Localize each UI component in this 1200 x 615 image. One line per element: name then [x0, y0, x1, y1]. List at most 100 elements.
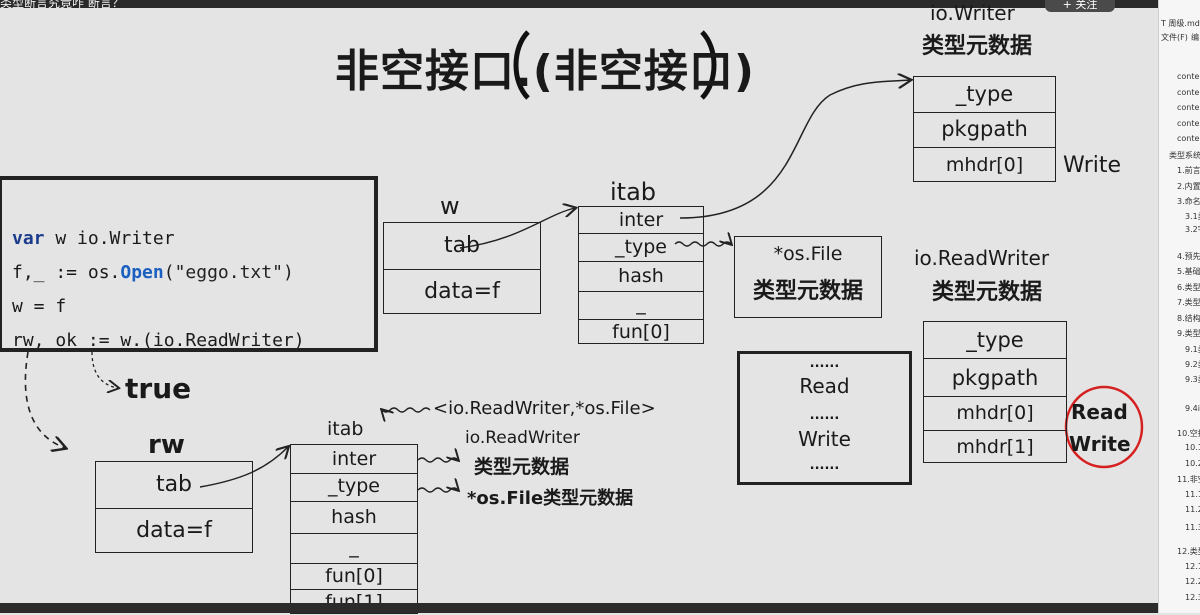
arrow-bottom-inter-to-note [417, 458, 458, 463]
sidebar-outline-item[interactable]: 9.3类 [1185, 375, 1200, 384]
bottom-inter-note-line1: io.ReadWriter [465, 428, 580, 448]
io-readwriter-method-read: Read [1071, 400, 1128, 424]
video-title: 类型断言究竟咋 断言？ [0, 0, 124, 10]
io-readwriter-mhdr0: mhdr[0] [924, 396, 1066, 430]
true-label: true [125, 372, 192, 405]
arrow-rw-tab-to-itab [199, 447, 288, 488]
arrow-pair-to-itab [382, 407, 431, 412]
sidebar-outline-item[interactable]: 9.类型 [1177, 329, 1200, 338]
sidebar-outline-item[interactable]: 6.类型 [1177, 283, 1200, 292]
sidebar-outline-item[interactable]: conte [1177, 103, 1200, 112]
method-table-dots-1: ...... [809, 356, 840, 371]
sidebar-outline-item[interactable]: 10.2 [1185, 459, 1200, 468]
itab-bottom-blank: _ [291, 533, 417, 563]
sidebar-outline-item[interactable]: 9.2类 [1185, 360, 1200, 369]
osfile-meta-box: *os.File 类型元数据 [734, 236, 882, 318]
itab-top: inter _type hash _ fun[0] [578, 206, 704, 344]
sidebar-outline-item[interactable]: conte [1177, 119, 1200, 128]
io-readwriter-method-write: Write [1069, 432, 1131, 456]
sidebar-outline-item[interactable]: 7.类型 [1177, 298, 1200, 307]
arrow-w-tab-to-itab [459, 208, 575, 249]
sidebar-outline-item[interactable]: 类型系统 [1169, 151, 1200, 160]
sidebar-menu-file[interactable]: 文件(F) [1161, 33, 1188, 42]
sidebar-outline-item[interactable]: 3.2字面 [1185, 225, 1200, 234]
io-writer-meta-box: _type pkgpath mhdr[0] [913, 76, 1056, 182]
sidebar-outline-item[interactable]: 3.命名 [1177, 197, 1200, 206]
w-tab-cell: tab [443, 233, 481, 258]
video-top-bar: 类型断言究竟咋 断言？ [0, 0, 1160, 10]
sidebar-outline-item[interactable]: 8.结构 [1177, 314, 1200, 323]
sidebar-outline-item[interactable]: 11.3讲解 [1185, 523, 1200, 532]
io-readwriter-name: io.ReadWriter [914, 246, 1050, 270]
heading-open-paren [513, 30, 530, 100]
itab-bottom: inter _type hash _ fun[0] fun[1] [290, 444, 418, 614]
sidebar-outline-item[interactable]: 11.1 [1185, 490, 1200, 499]
itab-top-blank: _ [579, 291, 703, 319]
sidebar-outline-item[interactable]: conte [1177, 72, 1200, 81]
follow-button[interactable]: + 关注 [1045, 0, 1115, 12]
sidebar-outline-item[interactable]: 11.非空 [1177, 475, 1200, 484]
w-label: w [440, 192, 460, 220]
sidebar-outline-item[interactable]: 12.1 [1185, 562, 1200, 571]
code-line-2: f,_ := os.Open("eggo.txt") [12, 262, 294, 283]
sidebar-outline-item[interactable]: 12.2 [1185, 577, 1200, 586]
itab-bottom-fun0: fun[0] [291, 563, 417, 589]
io-readwriter-pkgpath: pkgpath [924, 358, 1066, 396]
io-writer-pkgpath: pkgpath [914, 112, 1055, 147]
sidebar-outline-item[interactable]: 9.4int3 [1185, 404, 1200, 413]
sidebar-outline-item[interactable]: 11.2 [1185, 505, 1200, 514]
osfile-meta-line1: *os.File [773, 243, 843, 265]
sidebar-outline-item[interactable]: 1.前言 [1177, 166, 1200, 175]
sidebar-outline-item[interactable]: conte [1177, 134, 1200, 143]
sidebar-menu-edit[interactable]: 编 [1191, 33, 1199, 42]
sidebar-outline-item[interactable]: 12.3 [1185, 593, 1200, 602]
arrow-inter-to-io-writer [679, 80, 910, 219]
code-line-3: w = f [12, 296, 67, 317]
rw-data-cell: data=f [96, 508, 252, 554]
method-table-write: Write [798, 427, 851, 451]
rw-struct: tab data=f [95, 461, 253, 553]
rw-tab-cell: tab [155, 472, 193, 497]
sidebar-outline-item[interactable]: 9.1类 [1185, 345, 1200, 354]
sidebar-outline-item[interactable]: 10.空接 [1177, 429, 1200, 438]
sidebar-outline-item[interactable]: 2.内置 [1177, 182, 1200, 191]
sidebar-outline-item[interactable]: conte [1177, 88, 1200, 97]
arrow-rw-to-rw-box [24, 351, 65, 448]
method-table-dots-2: ...... [809, 408, 840, 423]
io-writer-type: _type [955, 82, 1014, 106]
bottom-inter-note-line2: 类型元数据 [474, 456, 570, 478]
sidebar-outline-item[interactable]: 5.基础 [1177, 267, 1200, 276]
slide-heading: 非空接口.(非空接口) [335, 46, 755, 97]
itab-bottom-hash: hash [291, 501, 417, 533]
code-line-4: rw, ok := w.(io.ReadWriter) [12, 330, 305, 351]
itab-bottom-type: _type [291, 473, 417, 501]
itab-bottom-label: itab [327, 418, 364, 440]
sidebar-outline-item[interactable]: 12.类型 [1177, 547, 1200, 556]
heading-close-paren [700, 30, 717, 100]
io-readwriter-mhdr1: mhdr[1] [924, 430, 1066, 464]
itab-top-label: itab [610, 178, 657, 206]
itab-bottom-inter: inter [331, 448, 377, 470]
sidebar-outline-item[interactable]: 10.1 [1185, 443, 1200, 452]
code-block: var w io.Writer f,_ := os.Open("eggo.txt… [0, 176, 378, 352]
bottom-type-note: *os.File类型元数据 [467, 488, 634, 509]
io-writer-mhdr0: mhdr[0] [914, 147, 1055, 183]
io-writer-name: io.Writer [930, 1, 1015, 25]
code-line-1: var w io.Writer [12, 228, 175, 249]
video-control-bar[interactable] [0, 603, 1160, 613]
io-writer-meta-caption: 类型元数据 [922, 34, 1033, 59]
arrow-ok-to-true [91, 351, 118, 388]
io-readwriter-type: _type [966, 328, 1024, 352]
method-table-dots-3: ...... [809, 458, 840, 473]
sidebar-outline-item[interactable]: 4.预先 [1177, 252, 1200, 261]
io-readwriter-meta-caption: 类型元数据 [932, 280, 1043, 305]
itab-top-fun0: fun[0] [579, 319, 703, 345]
method-table-box: ...... Read ...... Write ...... [737, 351, 912, 485]
w-data-cell: data=f [384, 269, 540, 315]
itab-bottom-pair: <io.ReadWriter,*os.File> [433, 398, 656, 419]
io-writer-method: Write [1063, 153, 1122, 178]
sidebar-outline-item[interactable]: 3.1类 [1185, 212, 1200, 221]
itab-top-hash: hash [579, 261, 703, 291]
